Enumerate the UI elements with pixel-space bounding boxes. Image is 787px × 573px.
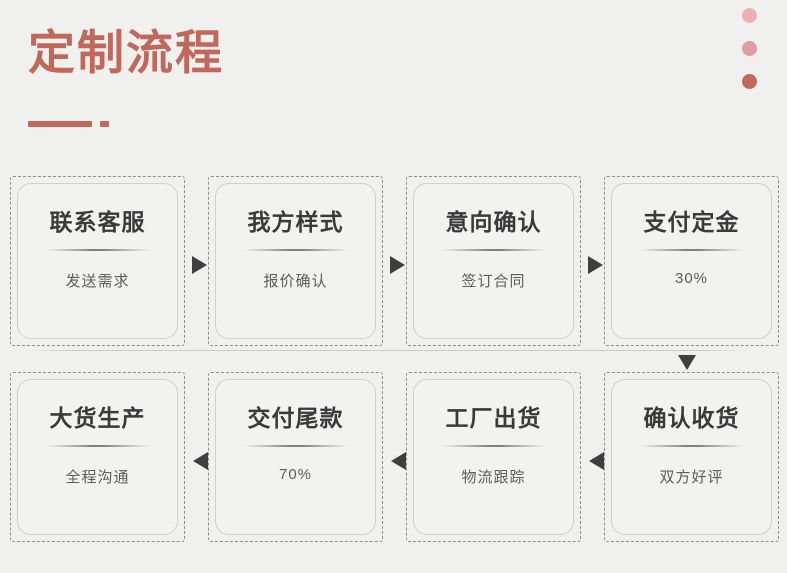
flow-step-5-divider <box>639 445 744 448</box>
page-title: 定制流程 <box>28 26 224 79</box>
flow-step-6-subtitle: 物流跟踪 <box>461 469 526 487</box>
title-underline-dot <box>100 121 109 127</box>
arrow-right-icon-1 <box>192 256 207 274</box>
decorative-dots-group <box>742 8 758 107</box>
flow-step-3-body: 意向确认 签订合同 <box>413 183 574 339</box>
page-header: 定制流程 <box>0 0 787 170</box>
decorative-dot-1 <box>742 8 757 23</box>
flow-step-6-body: 工厂出货 物流跟踪 <box>413 379 574 535</box>
flow-step-2[interactable]: 我方样式 报价确认 <box>208 176 383 346</box>
arrow-right-icon-3 <box>588 256 603 274</box>
flow-step-8-body: 大货生产 全程沟通 <box>17 379 178 535</box>
flow-row-top: 联系客服 发送需求 我方样式 报价确认 意向确认 签订合同 支付定金 <box>0 176 787 370</box>
flow-step-7-body: 交付尾款 70% <box>215 379 376 535</box>
flow-step-6-title: 工厂出货 <box>445 405 542 431</box>
decorative-dot-2 <box>742 41 757 56</box>
flow-row-bottom: 大货生产 全程沟通 交付尾款 70% 工厂出货 物流跟踪 确认收货 <box>0 372 787 544</box>
flow-step-1-title: 联系客服 <box>49 209 146 235</box>
flow-step-1[interactable]: 联系客服 发送需求 <box>10 176 185 346</box>
flow-step-1-subtitle: 发送需求 <box>65 273 130 291</box>
flow-step-6[interactable]: 工厂出货 物流跟踪 <box>406 372 581 542</box>
flow-step-2-divider <box>243 249 348 252</box>
decorative-dot-3 <box>742 74 757 89</box>
flow-step-8-divider <box>45 445 150 448</box>
process-flow-diagram: 联系客服 发送需求 我方样式 报价确认 意向确认 签订合同 支付定金 <box>0 176 787 544</box>
flow-step-1-body: 联系客服 发送需求 <box>17 183 178 339</box>
flow-step-7-divider <box>243 445 348 448</box>
row-separator-line <box>25 350 750 351</box>
flow-step-5-body: 确认收货 双方好评 <box>611 379 772 535</box>
arrow-right-icon-2 <box>390 256 405 274</box>
arrow-down-icon <box>678 355 696 370</box>
flow-step-4-body: 支付定金 30% <box>611 183 772 339</box>
flow-step-4-divider <box>639 249 744 252</box>
flow-step-5[interactable]: 确认收货 双方好评 <box>604 372 779 542</box>
flow-step-3-subtitle: 签订合同 <box>461 273 526 291</box>
flow-step-3-divider <box>441 249 546 252</box>
flow-step-4-subtitle: 30% <box>674 270 709 288</box>
flow-step-2-title: 我方样式 <box>247 209 344 235</box>
flow-step-8-title: 大货生产 <box>49 405 146 431</box>
flow-step-3[interactable]: 意向确认 签订合同 <box>406 176 581 346</box>
flow-step-5-title: 确认收货 <box>643 405 740 431</box>
flow-step-6-divider <box>441 445 546 448</box>
flow-step-1-divider <box>45 249 150 252</box>
flow-step-4-title: 支付定金 <box>643 209 740 235</box>
title-underline-bar <box>28 121 92 127</box>
flow-step-7-subtitle: 70% <box>278 466 313 484</box>
flow-step-7-title: 交付尾款 <box>247 405 344 431</box>
flow-step-8-subtitle: 全程沟通 <box>65 469 130 487</box>
arrow-left-icon-1 <box>193 452 208 470</box>
arrow-left-icon-2 <box>391 452 406 470</box>
flow-step-3-title: 意向确认 <box>445 209 542 235</box>
flow-step-2-body: 我方样式 报价确认 <box>215 183 376 339</box>
flow-step-7[interactable]: 交付尾款 70% <box>208 372 383 542</box>
flow-step-8[interactable]: 大货生产 全程沟通 <box>10 372 185 542</box>
flow-step-5-subtitle: 双方好评 <box>659 469 724 487</box>
flow-step-4[interactable]: 支付定金 30% <box>604 176 779 346</box>
arrow-left-icon-3 <box>589 452 604 470</box>
flow-step-2-subtitle: 报价确认 <box>263 273 328 291</box>
